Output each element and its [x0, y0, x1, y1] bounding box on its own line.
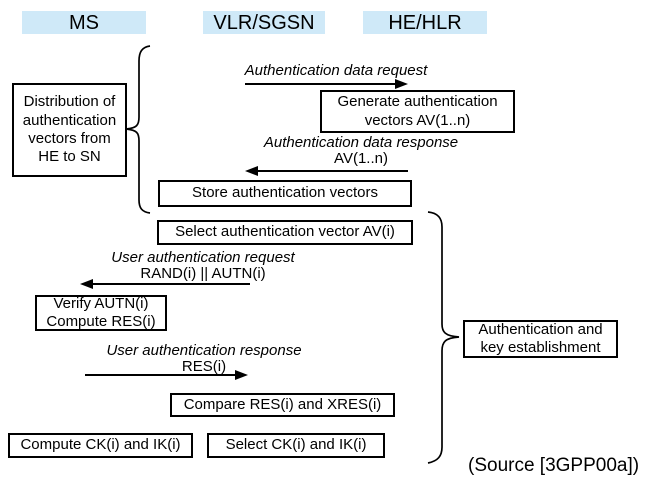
action-box-compare-res: Compare RES(i) and XRES(i): [170, 393, 395, 417]
message-auth-data-response-label: Authentication data response: [263, 134, 459, 151]
action-store-av-label: Store authentication vectors: [192, 184, 378, 202]
message-auth-data-response: Authentication data response AV(1..n): [250, 135, 472, 166]
action-generate-av-label: Generate authentication vectors AV(1..n): [337, 93, 498, 129]
message-auth-data-request: Authentication data request: [238, 63, 434, 78]
phase-box-auth-key-establishment: Authentication and key establishment: [463, 320, 618, 358]
auth-data-request-arrow: [245, 79, 408, 89]
arrowhead-left-icon: [245, 166, 258, 176]
action-box-select-ck-ik: Select CK(i) and IK(i): [207, 433, 385, 458]
arrowhead-right-icon: [235, 370, 248, 380]
user-auth-response-arrow: [85, 370, 248, 380]
message-user-auth-response: User authentication response RES(i): [98, 343, 310, 374]
actor-vlr-sgsn-label: VLR/SGSN: [213, 11, 315, 34]
action-box-generate-av: Generate authentication vectors AV(1..n): [320, 90, 515, 133]
user-auth-request-arrow: [80, 279, 250, 289]
arrowhead-left-icon: [80, 279, 93, 289]
message-user-auth-request-params: RAND(i) || AUTN(i): [140, 265, 266, 282]
message-user-auth-request-label: User authentication request: [111, 249, 295, 266]
phase-auth-key-label: Authentication and key establishment: [478, 320, 603, 356]
source-caption: (Source [3GPP00a]): [468, 455, 666, 477]
action-box-compute-ck-ik: Compute CK(i) and IK(i): [8, 433, 193, 458]
action-compute-ck-ik-label: Compute CK(i) and IK(i): [20, 436, 181, 454]
action-select-av-label: Select authentication vector AV(i): [175, 223, 395, 241]
phase-distribution-label: Distribution of authentication vectors f…: [22, 93, 117, 166]
source-caption-text: (Source [3GPP00a]): [468, 455, 640, 476]
left-brace-icon: [125, 45, 151, 214]
auth-data-response-arrow: [245, 166, 408, 176]
action-compare-res-label: Compare RES(i) and XRES(i): [183, 395, 382, 413]
action-box-select-av: Select authentication vector AV(i): [157, 220, 413, 245]
action-select-ck-ik-label: Select CK(i) and IK(i): [225, 436, 367, 454]
actor-vlr-sgsn: VLR/SGSN: [203, 11, 325, 34]
actor-ms-label: MS: [69, 11, 99, 34]
message-auth-data-response-params: AV(1..n): [334, 150, 388, 167]
action-box-verify-autn: Verify AUTN(i) Compute RES(i): [35, 295, 167, 331]
actor-he-hlr: HE/HLR: [363, 11, 487, 34]
message-auth-data-request-label: Authentication data request: [244, 62, 428, 79]
phase-box-distribution: Distribution of authentication vectors f…: [12, 83, 127, 177]
message-user-auth-response-params: RES(i): [181, 358, 227, 375]
message-user-auth-request: User authentication request RAND(i) || A…: [98, 250, 308, 281]
action-box-store-av: Store authentication vectors: [158, 180, 412, 207]
actor-ms: MS: [22, 11, 146, 34]
message-user-auth-response-label: User authentication response: [106, 342, 302, 359]
action-verify-autn-label: Verify AUTN(i) Compute RES(i): [46, 294, 156, 330]
right-brace-icon: [427, 211, 460, 464]
arrowhead-right-icon: [395, 79, 408, 89]
actor-he-hlr-label: HE/HLR: [388, 11, 462, 34]
